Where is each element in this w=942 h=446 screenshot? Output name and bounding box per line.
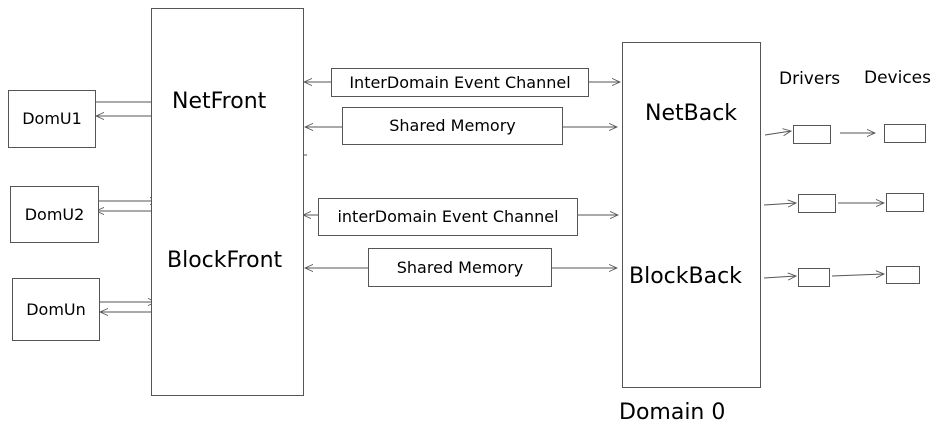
devices-header: Devices [864,68,931,88]
domu1-label: DomU1 [22,109,82,128]
domun-box: DomUn [12,278,100,341]
device-box [884,124,926,143]
domain0-caption: Domain 0 [619,400,726,425]
drivers-header: Drivers [779,69,841,89]
front-box [151,8,304,396]
block-event-channel-box: interDomain Event Channel [318,198,578,236]
block-shared-memory-label: Shared Memory [396,257,524,277]
domu1-box: DomU1 [8,90,96,148]
blockfront-label: BlockFront [167,248,283,273]
blockback-to-driver3-arrow [763,276,796,278]
driver-box [798,194,836,213]
netback-to-driver-arrow [764,131,791,135]
driver-box [798,268,830,287]
device-box [886,266,920,284]
domu2-label: DomU2 [24,204,85,224]
block-event-channel-label: interDomain Event Channel [337,207,559,226]
domun-label: DomUn [26,299,86,319]
driver3-to-device-arrow [831,274,884,276]
net-event-channel-label: InterDomain Event Channel [349,72,571,92]
blockback-label: BlockBack [629,264,742,289]
back-to-driver2-arrow [763,203,796,205]
driver-box [793,125,831,144]
device-box [886,193,924,212]
net-shared-memory-box: Shared Memory [342,107,563,145]
netfront-label: NetFront [172,89,267,114]
net-shared-memory-label: Shared Memory [389,116,516,135]
back-box [622,42,761,388]
domu2-box: DomU2 [10,186,99,243]
block-shared-memory-box: Shared Memory [368,248,552,287]
net-event-channel-box: InterDomain Event Channel [331,68,589,97]
netback-label: NetBack [645,101,738,126]
